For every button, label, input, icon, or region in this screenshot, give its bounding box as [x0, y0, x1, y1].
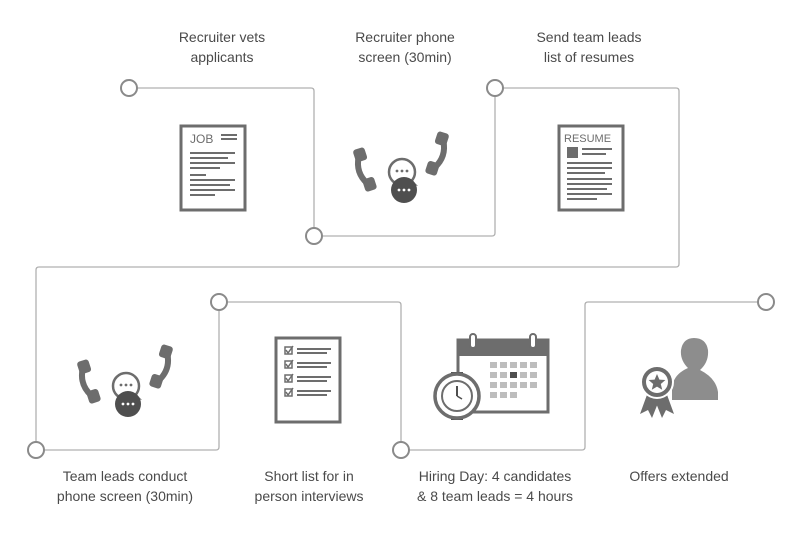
- checklist-icon: [274, 336, 342, 424]
- step-7-label: Offers extended: [584, 466, 774, 486]
- node-3: [486, 79, 504, 97]
- step-2-line-1: Recruiter phone: [355, 29, 455, 45]
- step-4-line-1: Team leads conduct: [62, 468, 188, 484]
- connector-3: [35, 87, 680, 450]
- node-4: [27, 441, 45, 459]
- step-3-line-1: Send team leads: [536, 29, 642, 45]
- connector-2: [314, 88, 496, 237]
- node-6: [392, 441, 410, 459]
- step-5-line-1: Short list for in: [264, 468, 354, 484]
- job-icon-text: JOB: [190, 132, 213, 146]
- step-2-line-2: screen (30min): [358, 49, 452, 65]
- connector-5: [219, 301, 402, 450]
- phone-call-icon-bottom: [77, 344, 173, 417]
- step-5-label: Short list for in person interviews: [214, 466, 404, 506]
- node-7: [757, 293, 775, 311]
- phone-call-icon-top: [353, 131, 449, 203]
- job-document-icon: JOB: [179, 124, 247, 212]
- step-2-label: Recruiter phone screen (30min): [310, 27, 500, 67]
- resume-icon-text: RESUME: [564, 133, 611, 145]
- node-2: [305, 227, 323, 245]
- step-3-label: Send team leads list of resumes: [494, 27, 684, 67]
- step-6-line-1: Hiring Day: 4 candidates: [418, 468, 572, 484]
- node-5: [210, 293, 228, 311]
- connector-lines: [35, 87, 766, 451]
- step-1-line-2: applicants: [190, 49, 254, 65]
- step-3-line-2: list of resumes: [543, 49, 635, 65]
- step-1-line-1: Recruiter vets: [178, 29, 266, 45]
- award-person-icon: [640, 338, 718, 418]
- resume-document-icon: RESUME: [557, 124, 625, 212]
- step-6-line-2: & 8 team leads = 4 hours: [416, 488, 574, 504]
- connector-4: [36, 302, 220, 451]
- step-7-line-1: Offers extended: [629, 468, 729, 484]
- step-1-label: Recruiter vets applicants: [127, 27, 317, 67]
- connector-6: [401, 301, 766, 451]
- step-5-line-2: person interviews: [254, 488, 364, 504]
- step-4-label: Team leads conduct phone screen (30min): [30, 466, 220, 506]
- node-1: [120, 79, 138, 97]
- connector-1: [129, 87, 315, 236]
- step-4-line-2: phone screen (30min): [56, 488, 194, 504]
- step-6-label: Hiring Day: 4 candidates & 8 team leads …: [400, 466, 590, 506]
- calendar-clock-icon: [433, 333, 550, 420]
- connector-nodes: [27, 79, 775, 459]
